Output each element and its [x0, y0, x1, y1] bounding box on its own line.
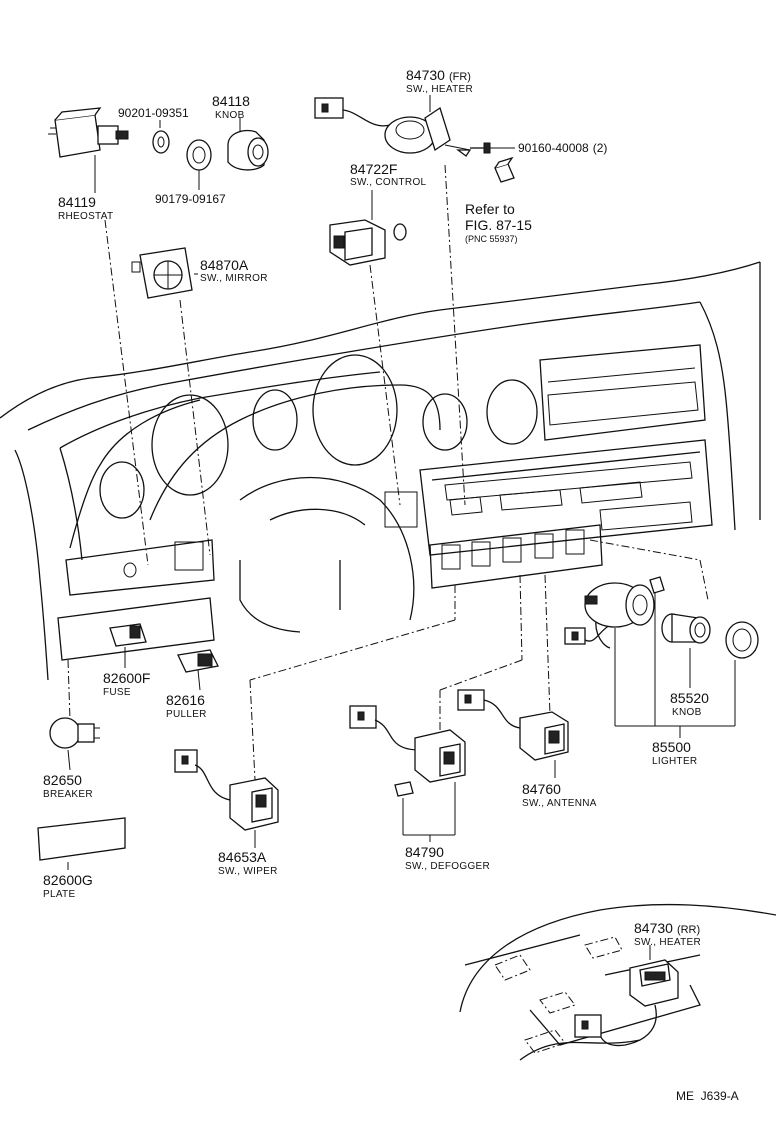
part-desc-breaker: BREAKER: [43, 789, 93, 800]
reference-part: [494, 156, 515, 183]
part-number-84722f: 84722F: [350, 161, 397, 177]
lighter-part: [564, 576, 665, 649]
control-switch-part: [329, 219, 407, 266]
part-desc-knob: KNOB: [215, 110, 245, 121]
part-number-85500: 85500: [652, 739, 691, 755]
part-number-84653a: 84653A: [218, 849, 267, 865]
part-number-82600g: 82600G: [43, 872, 93, 888]
part-number-82650: 82650: [43, 772, 82, 788]
part-desc-fuse: FUSE: [103, 687, 131, 698]
part-number-84760: 84760: [522, 781, 561, 797]
part-desc-lighter-knob: KNOB: [672, 707, 702, 718]
part-desc-rheostat: RHEOSTAT: [58, 211, 113, 222]
part-number-90179-09167: 90179-09167: [155, 192, 226, 206]
labels: 84119 RHEOSTAT 90201-09351 84118 KNOB 90…: [43, 67, 739, 1103]
part-desc-antenna-switch: SW., ANTENNA: [522, 798, 597, 809]
defogger-switch-part: [349, 705, 466, 797]
reference-line-1: Refer to: [465, 201, 515, 217]
part-desc-plate: PLATE: [43, 889, 75, 900]
part-desc-wiper-switch: SW., WIPER: [218, 866, 278, 877]
fuse-part: [109, 623, 147, 647]
antenna-switch-part: [457, 689, 569, 761]
part-desc-mirror-switch: SW., MIRROR: [200, 273, 268, 284]
part-number-90160-40008: 90160-40008(2): [518, 141, 607, 155]
figure-code: ME J639-A: [676, 1089, 739, 1103]
part-desc-lighter: LIGHTER: [652, 756, 697, 767]
mirror-switch-part: [131, 247, 193, 299]
connector-lines: [67, 95, 736, 960]
screw-part: [470, 142, 515, 154]
heater-switch-rear-part: [574, 959, 679, 1047]
leader-lines: [67, 164, 709, 781]
part-desc-defogger-switch: SW., DEFOGGER: [405, 861, 490, 872]
part-number-90201-09351: 90201-09351: [118, 106, 189, 120]
plate-part: [37, 817, 126, 870]
lighter-ring-part: [725, 621, 759, 659]
rheostat-part: [48, 107, 129, 158]
part-number-82600f: 82600F: [103, 670, 150, 686]
washer-part: [152, 130, 170, 154]
part-number-84730-rr: 84730(RR): [634, 920, 700, 936]
heater-switch-front-part: [314, 97, 472, 157]
wiper-switch-part: [174, 749, 279, 831]
nut-part: [186, 139, 212, 171]
reference-line-3: (PNC 55937): [465, 234, 518, 244]
part-desc-heater-switch-rr: SW., HEATER: [634, 937, 701, 948]
dashboard-outline: [0, 261, 761, 681]
part-number-84790: 84790: [405, 844, 444, 860]
breaker-part: [49, 717, 100, 749]
part-number-84118: 84118: [212, 93, 250, 109]
part-desc-control-switch: SW., CONTROL: [350, 177, 427, 188]
lighter-knob-part: [661, 613, 711, 644]
part-number-84870a: 84870A: [200, 257, 249, 273]
part-number-84730-fr: 84730(FR): [406, 67, 471, 83]
part-number-85520: 85520: [670, 690, 709, 706]
part-number-82616: 82616: [166, 692, 205, 708]
rear-console: [459, 903, 776, 1061]
puller-part: [177, 649, 219, 673]
part-number-84119: 84119: [58, 194, 96, 210]
part-desc-puller: PULLER: [166, 709, 207, 720]
knob-part: [227, 129, 269, 171]
part-desc-heater-switch-fr: SW., HEATER: [406, 84, 473, 95]
reference-line-2: FIG. 87-15: [465, 217, 532, 233]
